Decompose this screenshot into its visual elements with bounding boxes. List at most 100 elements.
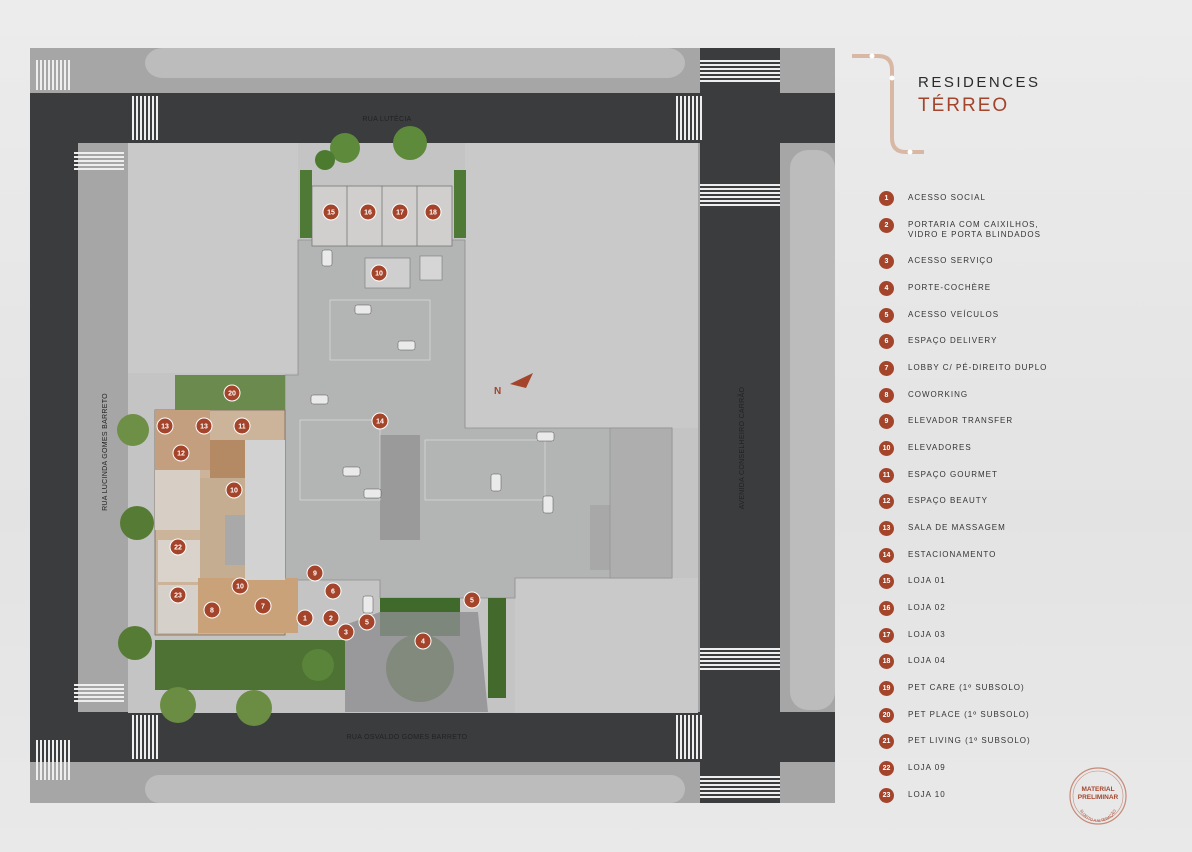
legend-item: 5 ACESSO VEÍCULOS <box>879 308 1058 323</box>
legend-item: 21 PET LIVING (1º SUBSOLO) <box>879 734 1058 749</box>
map-marker: 11 <box>238 424 246 431</box>
legend-label: ESPAÇO GOURMET <box>908 470 998 479</box>
legend-number: 12 <box>879 494 894 509</box>
legend-label: LOJA 02 <box>908 603 946 612</box>
legend-label: ACESSO SOCIAL <box>908 193 986 202</box>
legend-number: 11 <box>879 468 894 483</box>
map-marker: 16 <box>364 210 372 217</box>
legend-number: 18 <box>879 654 894 669</box>
map-markers: 1 2 3 4 5 5 6 7 8 9 10 10 10 11 12 13 13… <box>156 203 481 650</box>
legend-number: 17 <box>879 628 894 643</box>
map-marker: 14 <box>376 419 384 426</box>
legend-item: 1 ACESSO SOCIAL <box>879 191 1058 206</box>
legend-label: ACESSO VEÍCULOS <box>908 310 1000 319</box>
road-left <box>30 93 78 762</box>
legend-label: ESTACIONAMENTO <box>908 550 997 559</box>
legend-item: 16 LOJA 02 <box>879 601 1058 616</box>
legend-number: 1 <box>879 191 894 206</box>
map-marker: 12 <box>177 451 185 458</box>
legend-number: 10 <box>879 441 894 456</box>
brand-subtitle: TÉRREO <box>918 95 1010 116</box>
map-marker: 5 <box>365 620 369 627</box>
road-right <box>700 48 780 803</box>
legend-item: 20 PET PLACE (1º SUBSOLO) <box>879 708 1058 723</box>
map-marker: 10 <box>375 271 383 278</box>
legend-label: LOJA 10 <box>908 790 946 799</box>
legend-number: 14 <box>879 548 894 563</box>
map-marker: 22 <box>174 545 182 552</box>
legend-label: COWORKING <box>908 390 969 399</box>
legend-number: 8 <box>879 388 894 403</box>
legend-item: 3 ACESSO SERVIÇO <box>879 254 1058 269</box>
legend-label: ACESSO SERVIÇO <box>908 256 994 265</box>
legend-number: 7 <box>879 361 894 376</box>
map-marker: 7 <box>261 604 265 611</box>
legend-label: LOBBY C/ PÉ-DIREITO DUPLO <box>908 363 1048 372</box>
map-marker: 13 <box>161 424 169 431</box>
map-marker: 1 <box>303 616 307 623</box>
roads <box>30 48 835 803</box>
map-marker: 10 <box>230 488 238 495</box>
legend-number: 3 <box>879 254 894 269</box>
legend-item: 14 ESTACIONAMENTO <box>879 548 1058 563</box>
legend-item: 22 LOJA 09 <box>879 761 1058 776</box>
street-label-bottom: RUA OSVALDO GOMES BARRETO <box>347 734 468 741</box>
stamp-line2: PRELIMINAR <box>1078 794 1119 801</box>
north-arrow-icon <box>510 373 533 388</box>
map-marker: 10 <box>236 584 244 591</box>
legend-number: 4 <box>879 281 894 296</box>
legend-label: PET LIVING (1º SUBSOLO) <box>908 736 1031 745</box>
street-label-top: RUA LUTÉCIA <box>362 114 411 123</box>
neighbor-lot-ne <box>465 143 698 428</box>
map-marker: 4 <box>421 639 425 646</box>
legend-number: 20 <box>879 708 894 723</box>
map-marker: 5 <box>470 598 474 605</box>
map-marker: 17 <box>396 210 404 217</box>
legend-number: 22 <box>879 761 894 776</box>
legend-number: 15 <box>879 574 894 589</box>
neighbor-lot-nw <box>128 143 298 373</box>
map-marker: 18 <box>429 210 437 217</box>
site-plan-map: RUA LUTÉCIA RUA OSVALDO GOMES BARRETO RU… <box>30 48 835 803</box>
map-marker: 3 <box>344 630 348 637</box>
neighbor-lot-se <box>515 578 698 713</box>
legend-number: 16 <box>879 601 894 616</box>
legend-label: PORTE-COCHÈRE <box>908 283 992 292</box>
map-marker: 13 <box>200 424 208 431</box>
brand-title: RESIDENCES <box>918 74 1041 91</box>
legend-number: 6 <box>879 334 894 349</box>
map-marker: 9 <box>313 571 317 578</box>
legend-number: 13 <box>879 521 894 536</box>
legend-label: PET PLACE (1º SUBSOLO) <box>908 710 1030 719</box>
legend-item: 4 PORTE-COCHÈRE <box>879 281 1058 296</box>
legend-number: 5 <box>879 308 894 323</box>
legend-label: ESPAÇO DELIVERY <box>908 336 998 345</box>
porte-cochere-drive <box>345 612 488 712</box>
street-label-right: AVENIDA CONSELHEIRO CARRÃO <box>737 387 746 510</box>
legend-item: 9 ELEVADOR TRANSFER <box>879 414 1058 429</box>
legend-item: 19 PET CARE (1º SUBSOLO) <box>879 681 1058 696</box>
legend-item: 7 LOBBY C/ PÉ-DIREITO DUPLO <box>879 361 1058 376</box>
legend-number: 23 <box>879 788 894 803</box>
legend-number: 9 <box>879 414 894 429</box>
legend-label: PORTARIA COM CAIXILHOS, VIDRO E PORTA BL… <box>908 220 1041 239</box>
brand-block: RESIDENCES TÉRREO <box>918 74 1041 117</box>
legend-label: ELEVADOR TRANSFER <box>908 416 1014 425</box>
legend-item: 11 ESPAÇO GOURMET <box>879 468 1058 483</box>
map-marker: 2 <box>329 616 333 623</box>
legend-label: PET CARE (1º SUBSOLO) <box>908 683 1025 692</box>
map-marker: 15 <box>327 210 335 217</box>
map-marker: 8 <box>210 608 214 615</box>
legend-label: LOJA 09 <box>908 763 946 772</box>
north-arrow: N <box>494 373 533 397</box>
legend-label: SALA DE MASSAGEM <box>908 523 1006 532</box>
map-marker: 6 <box>331 589 335 596</box>
legend-label: LOJA 01 <box>908 576 946 585</box>
legend-number: 21 <box>879 734 894 749</box>
legend-number: 19 <box>879 681 894 696</box>
